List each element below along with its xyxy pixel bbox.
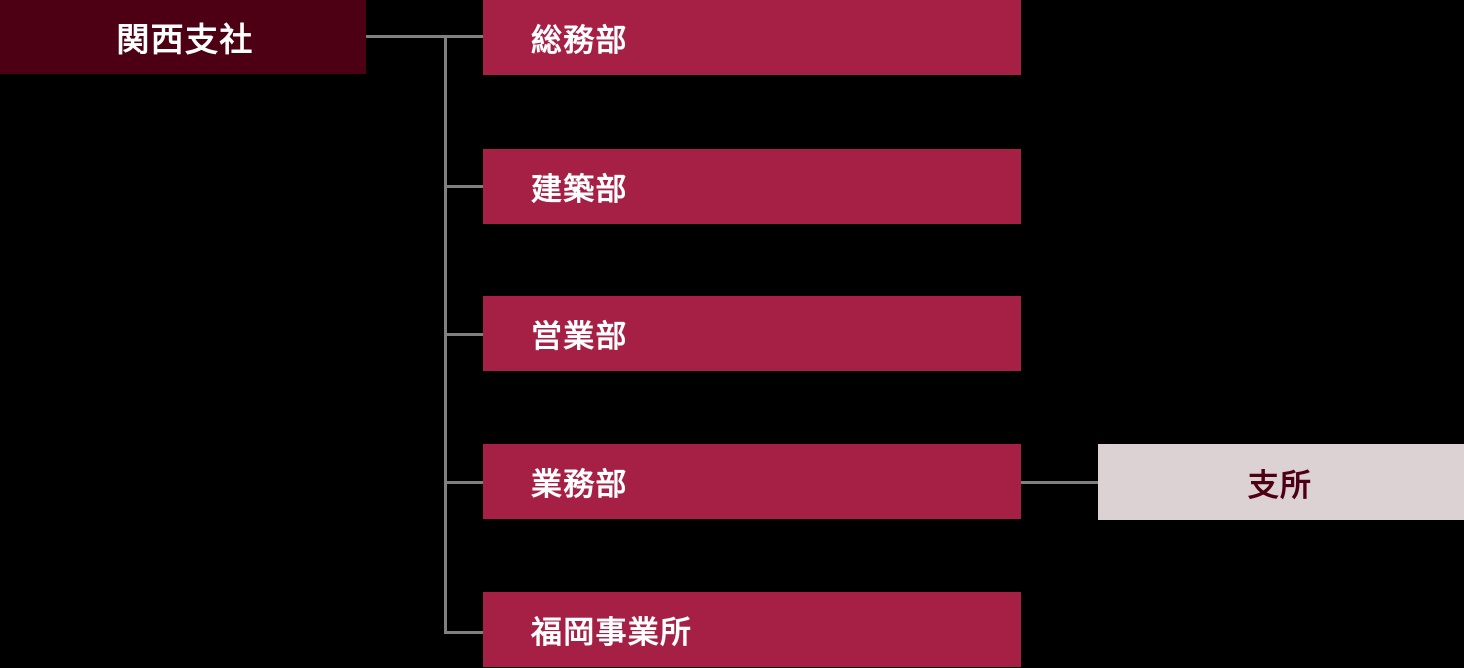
connector-branch-eigyoubu [444, 333, 486, 336]
node-department-eigyoubu: 営業部 [483, 296, 1021, 371]
connector-branch-gyoumubu [444, 481, 486, 484]
node-department-soumubu: 総務部 [483, 0, 1021, 75]
connector-branch-kenchikubu [444, 185, 486, 188]
node-root-kansai-branch: 関西支社 [0, 0, 366, 74]
node-department-kenchikubu: 建築部 [483, 149, 1021, 224]
connector-gyoumubu-to-shisho [1021, 481, 1101, 484]
connector-branch-fukuoka [444, 631, 486, 634]
connector-branch-soumubu [444, 35, 486, 38]
node-sub-office-shisho: 支所 [1098, 444, 1464, 520]
connector-root-to-trunk [366, 35, 447, 38]
node-department-fukuoka-office: 福岡事業所 [483, 592, 1021, 667]
node-department-gyoumubu: 業務部 [483, 444, 1021, 519]
